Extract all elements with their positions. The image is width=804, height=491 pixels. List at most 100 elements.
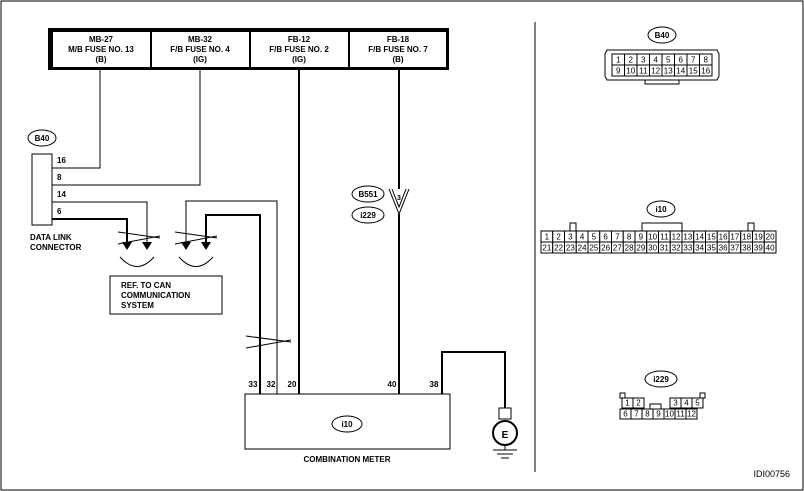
connector-pin-number: 8 bbox=[645, 410, 650, 419]
connector-pin-number: 16 bbox=[719, 233, 728, 242]
connector-pin-number: 7 bbox=[634, 410, 639, 419]
connector-pin-number: 30 bbox=[648, 244, 657, 253]
fuse-name: F/B FUSE NO. 2 bbox=[269, 45, 329, 54]
connector-pin-number: 8 bbox=[627, 233, 632, 242]
connector-pin-number: 5 bbox=[666, 56, 671, 65]
connector-pin-number: 7 bbox=[615, 233, 620, 242]
connector-pin-number: 2 bbox=[629, 56, 634, 65]
connector-pin-number: 17 bbox=[730, 233, 739, 242]
connector-pin-number: 15 bbox=[689, 67, 698, 76]
inline-pin-label: 3 bbox=[397, 195, 401, 202]
connector-pin-number: 3 bbox=[673, 399, 678, 408]
wire-meter38-ground bbox=[441, 351, 506, 408]
connector-pin-number: 20 bbox=[766, 233, 775, 242]
connector-pin-number: 33 bbox=[683, 244, 692, 253]
connector-pin-number: 12 bbox=[687, 410, 696, 419]
wires bbox=[52, 70, 506, 408]
fuse-block: MB-27 M/B FUSE NO. 13 (B) MB-32 F/B FUSE… bbox=[48, 28, 449, 70]
connector-cavity bbox=[699, 64, 713, 77]
connector-pin-number: 39 bbox=[754, 244, 763, 253]
fuse-name: F/B FUSE NO. 4 bbox=[170, 45, 230, 54]
connector-tag-i229 bbox=[351, 206, 385, 224]
connector-pin-number: 19 bbox=[754, 233, 763, 242]
combination-meter: 33 32 20 40 38 i10 COMBINATION METER bbox=[244, 380, 451, 464]
connector-pin-number: 6 bbox=[623, 410, 628, 419]
connector-pin-number: 9 bbox=[616, 67, 621, 76]
connector-tag-label: B551 bbox=[358, 190, 378, 199]
connector-pin-number: 25 bbox=[589, 244, 598, 253]
connector-pin-number: 35 bbox=[707, 244, 716, 253]
connector-cavity bbox=[691, 397, 704, 409]
connector-pin-number: 7 bbox=[691, 56, 696, 65]
connector-pin-number: 14 bbox=[676, 67, 685, 76]
fuse-power: (IG) bbox=[292, 55, 306, 64]
fuse-power: (IG) bbox=[193, 55, 207, 64]
dlc-pin-label: 14 bbox=[57, 190, 66, 199]
connector-pin-number: 10 bbox=[626, 67, 635, 76]
wire-meter33 bbox=[205, 214, 261, 394]
connector-pin-number: 31 bbox=[660, 244, 669, 253]
connector-pin-number: 11 bbox=[676, 410, 685, 419]
ground-label: E bbox=[502, 430, 509, 441]
connector-view-tag: B40 bbox=[655, 31, 670, 40]
meter-pin-label: 32 bbox=[267, 380, 276, 389]
connector-pin-number: 6 bbox=[679, 56, 684, 65]
ref-box-line: COMMUNICATION bbox=[121, 291, 190, 300]
connector-pin-number: 37 bbox=[730, 244, 739, 253]
connector-pin-number: 13 bbox=[664, 67, 673, 76]
connector-pin-number: 13 bbox=[683, 233, 692, 242]
meter-pin-label: 40 bbox=[388, 380, 397, 389]
wire-pin14 bbox=[52, 201, 148, 242]
connector-pin-number: 5 bbox=[695, 399, 700, 408]
diagram-id: IDI00756 bbox=[753, 469, 790, 479]
connector-cavity bbox=[632, 397, 645, 409]
connector-pin-number: 10 bbox=[648, 233, 657, 242]
dlc-pin-label: 8 bbox=[57, 173, 62, 182]
ground-symbol: E bbox=[492, 407, 518, 459]
dlc-body bbox=[31, 153, 53, 226]
terminal-arrows bbox=[122, 242, 211, 250]
connector-pin-number: 29 bbox=[636, 244, 645, 253]
connector-tag-label: B40 bbox=[35, 134, 50, 143]
connector-pin-number: 1 bbox=[616, 56, 621, 65]
fuse-name: F/B FUSE NO. 7 bbox=[368, 45, 428, 54]
connector-pin-number: 12 bbox=[651, 67, 660, 76]
connector-pin-number: 1 bbox=[545, 233, 550, 242]
connector-pin-number: 8 bbox=[704, 56, 709, 65]
connector-pin-number: 27 bbox=[613, 244, 622, 253]
connector-tag-i10 bbox=[331, 415, 363, 433]
connector-pin-number: 38 bbox=[742, 244, 751, 253]
connector-pin-number: 2 bbox=[636, 399, 641, 408]
fuse-fb18-cell bbox=[350, 32, 446, 67]
dlc-label: CONNECTOR bbox=[30, 243, 82, 252]
fuse-name: M/B FUSE NO. 13 bbox=[68, 45, 134, 54]
connector-pin-number: 21 bbox=[542, 244, 551, 253]
connector-pin-number: 36 bbox=[719, 244, 728, 253]
meter-label: COMBINATION METER bbox=[304, 455, 391, 464]
wire-meter32 bbox=[185, 200, 278, 394]
fuse-id: MB-32 bbox=[188, 35, 213, 44]
data-link-connector: B40 16 8 14 6 DATA LINK CONNECTOR bbox=[27, 129, 82, 252]
fuse-power: (B) bbox=[392, 55, 403, 64]
connector-pin-number: 9 bbox=[656, 410, 661, 419]
connector-pin-number: 24 bbox=[578, 244, 587, 253]
connector-tag-b40 bbox=[27, 129, 57, 147]
connector-pin-number: 23 bbox=[566, 244, 575, 253]
can-reference-box: REF. TO CAN COMMUNICATION SYSTEM bbox=[109, 275, 223, 315]
connector-tag-label: i10 bbox=[341, 420, 353, 429]
fuse-id: FB-18 bbox=[387, 35, 410, 44]
connector-pin-number: 12 bbox=[672, 233, 681, 242]
connector-view-tag: i10 bbox=[655, 205, 667, 214]
connector-pin-number: 10 bbox=[665, 410, 674, 419]
connector-pin-number: 26 bbox=[601, 244, 610, 253]
connector-pin-number: 5 bbox=[592, 233, 597, 242]
continuation-arcs bbox=[119, 256, 214, 267]
dlc-label: DATA LINK bbox=[30, 233, 72, 242]
connector-cavity bbox=[763, 241, 777, 254]
fuse-power: (B) bbox=[95, 55, 106, 64]
connector-pin-number: 4 bbox=[580, 233, 585, 242]
meter-pin-label: 20 bbox=[288, 380, 297, 389]
twisted-pair-marks bbox=[117, 231, 292, 349]
